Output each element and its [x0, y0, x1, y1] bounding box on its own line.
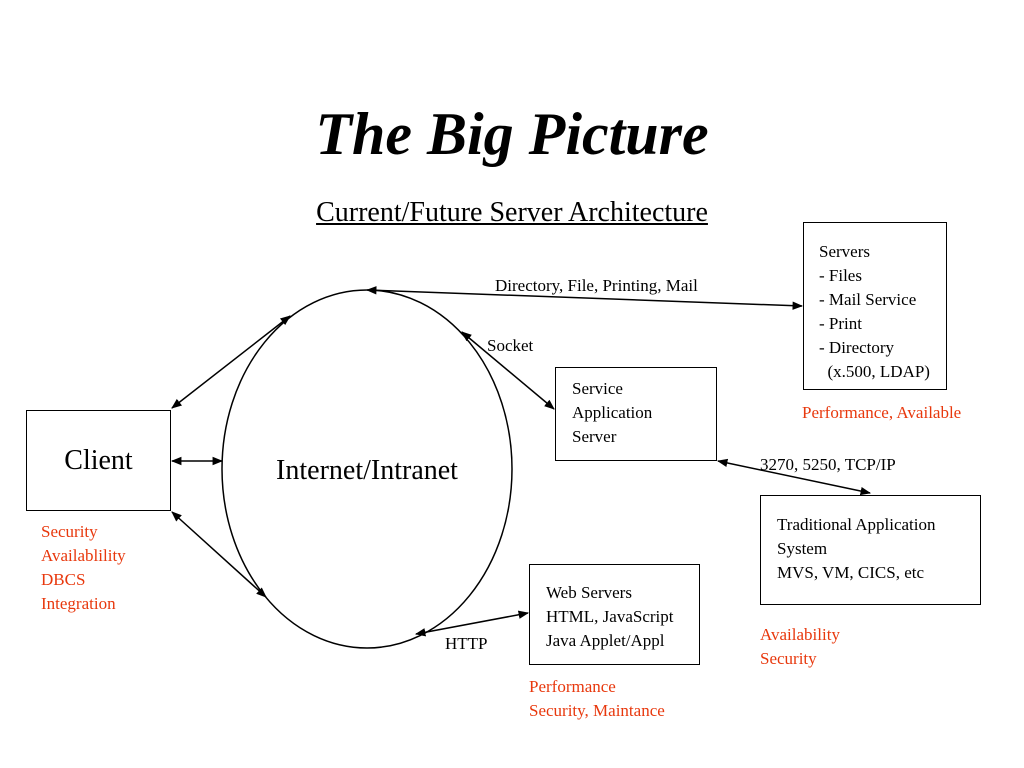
servers-note: Performance, Available [802, 403, 962, 422]
traditional-note: Availability [760, 625, 840, 644]
service-app-line: Application [572, 403, 653, 422]
client-box: Client [26, 410, 171, 511]
subtitle-text: Current/Future Server Architecture [316, 197, 708, 228]
servers-line: - Files [819, 266, 862, 285]
client-label: Client [64, 445, 133, 476]
service-app-box: Service Application Server [555, 367, 717, 461]
servers-line: - Directory [819, 338, 895, 357]
servers-lines: Servers - Files - Mail Service - Print -… [819, 240, 930, 384]
web-note: Performance [529, 677, 616, 696]
web-servers-line: Java Applet/Appl [546, 631, 665, 650]
web-servers-line: HTML, JavaScript [546, 607, 674, 626]
protocols-connection-label: 3270, 5250, TCP/IP [760, 455, 896, 474]
traditional-line: System [777, 539, 828, 558]
web-servers-line: Web Servers [546, 583, 632, 602]
service-app-line: Service [572, 379, 623, 398]
client-note: Security [41, 522, 98, 541]
network-label: Internet/Intranet [276, 455, 458, 486]
servers-line: - Mail Service [819, 290, 917, 309]
arrow-network-servers [365, 286, 804, 310]
client-notes: Security Availablility DBCS Integration [41, 520, 126, 616]
web-note: Security, Maintance [529, 701, 665, 720]
traditional-notes: Availability Security [760, 623, 840, 671]
http-connection-label: HTTP [445, 634, 488, 653]
arrow-network-service-app [461, 331, 555, 410]
web-servers-lines: Web Servers HTML, JavaScript Java Applet… [546, 581, 673, 653]
web-servers-box: Web Servers HTML, JavaScript Java Applet… [529, 564, 700, 665]
web-notes: Performance Security, Maintance [529, 675, 665, 723]
arrow-client-network-bottom [171, 511, 267, 598]
servers-box: Servers - Files - Mail Service - Print -… [803, 222, 947, 390]
client-note: DBCS [41, 570, 86, 589]
client-note: Integration [41, 594, 116, 613]
socket-connection-label: Socket [487, 336, 534, 355]
directory-connection-label: Directory, File, Printing, Mail [495, 276, 698, 295]
servers-notes: Performance, Available [802, 401, 961, 425]
client-note: Availablility [41, 546, 126, 565]
service-app-line: Server [572, 427, 617, 446]
traditional-line: Traditional Application [777, 515, 936, 534]
page-title: The Big Picture [315, 101, 709, 167]
page-subtitle: Current/Future Server Architecture [0, 196, 1024, 230]
servers-line: (x.500, LDAP) [819, 362, 930, 381]
servers-line: - Print [819, 314, 862, 333]
traditional-lines: Traditional Application System MVS, VM, … [777, 513, 936, 585]
arrow-network-web [414, 610, 530, 637]
servers-line: Servers [819, 242, 870, 261]
traditional-note: Security [760, 649, 817, 668]
traditional-box: Traditional Application System MVS, VM, … [760, 495, 981, 605]
traditional-line: MVS, VM, CICS, etc [777, 563, 925, 582]
service-app-lines: Service Application Server [572, 377, 652, 449]
arrow-service-app-traditional [716, 458, 872, 496]
arrow-client-network-top [171, 315, 291, 409]
